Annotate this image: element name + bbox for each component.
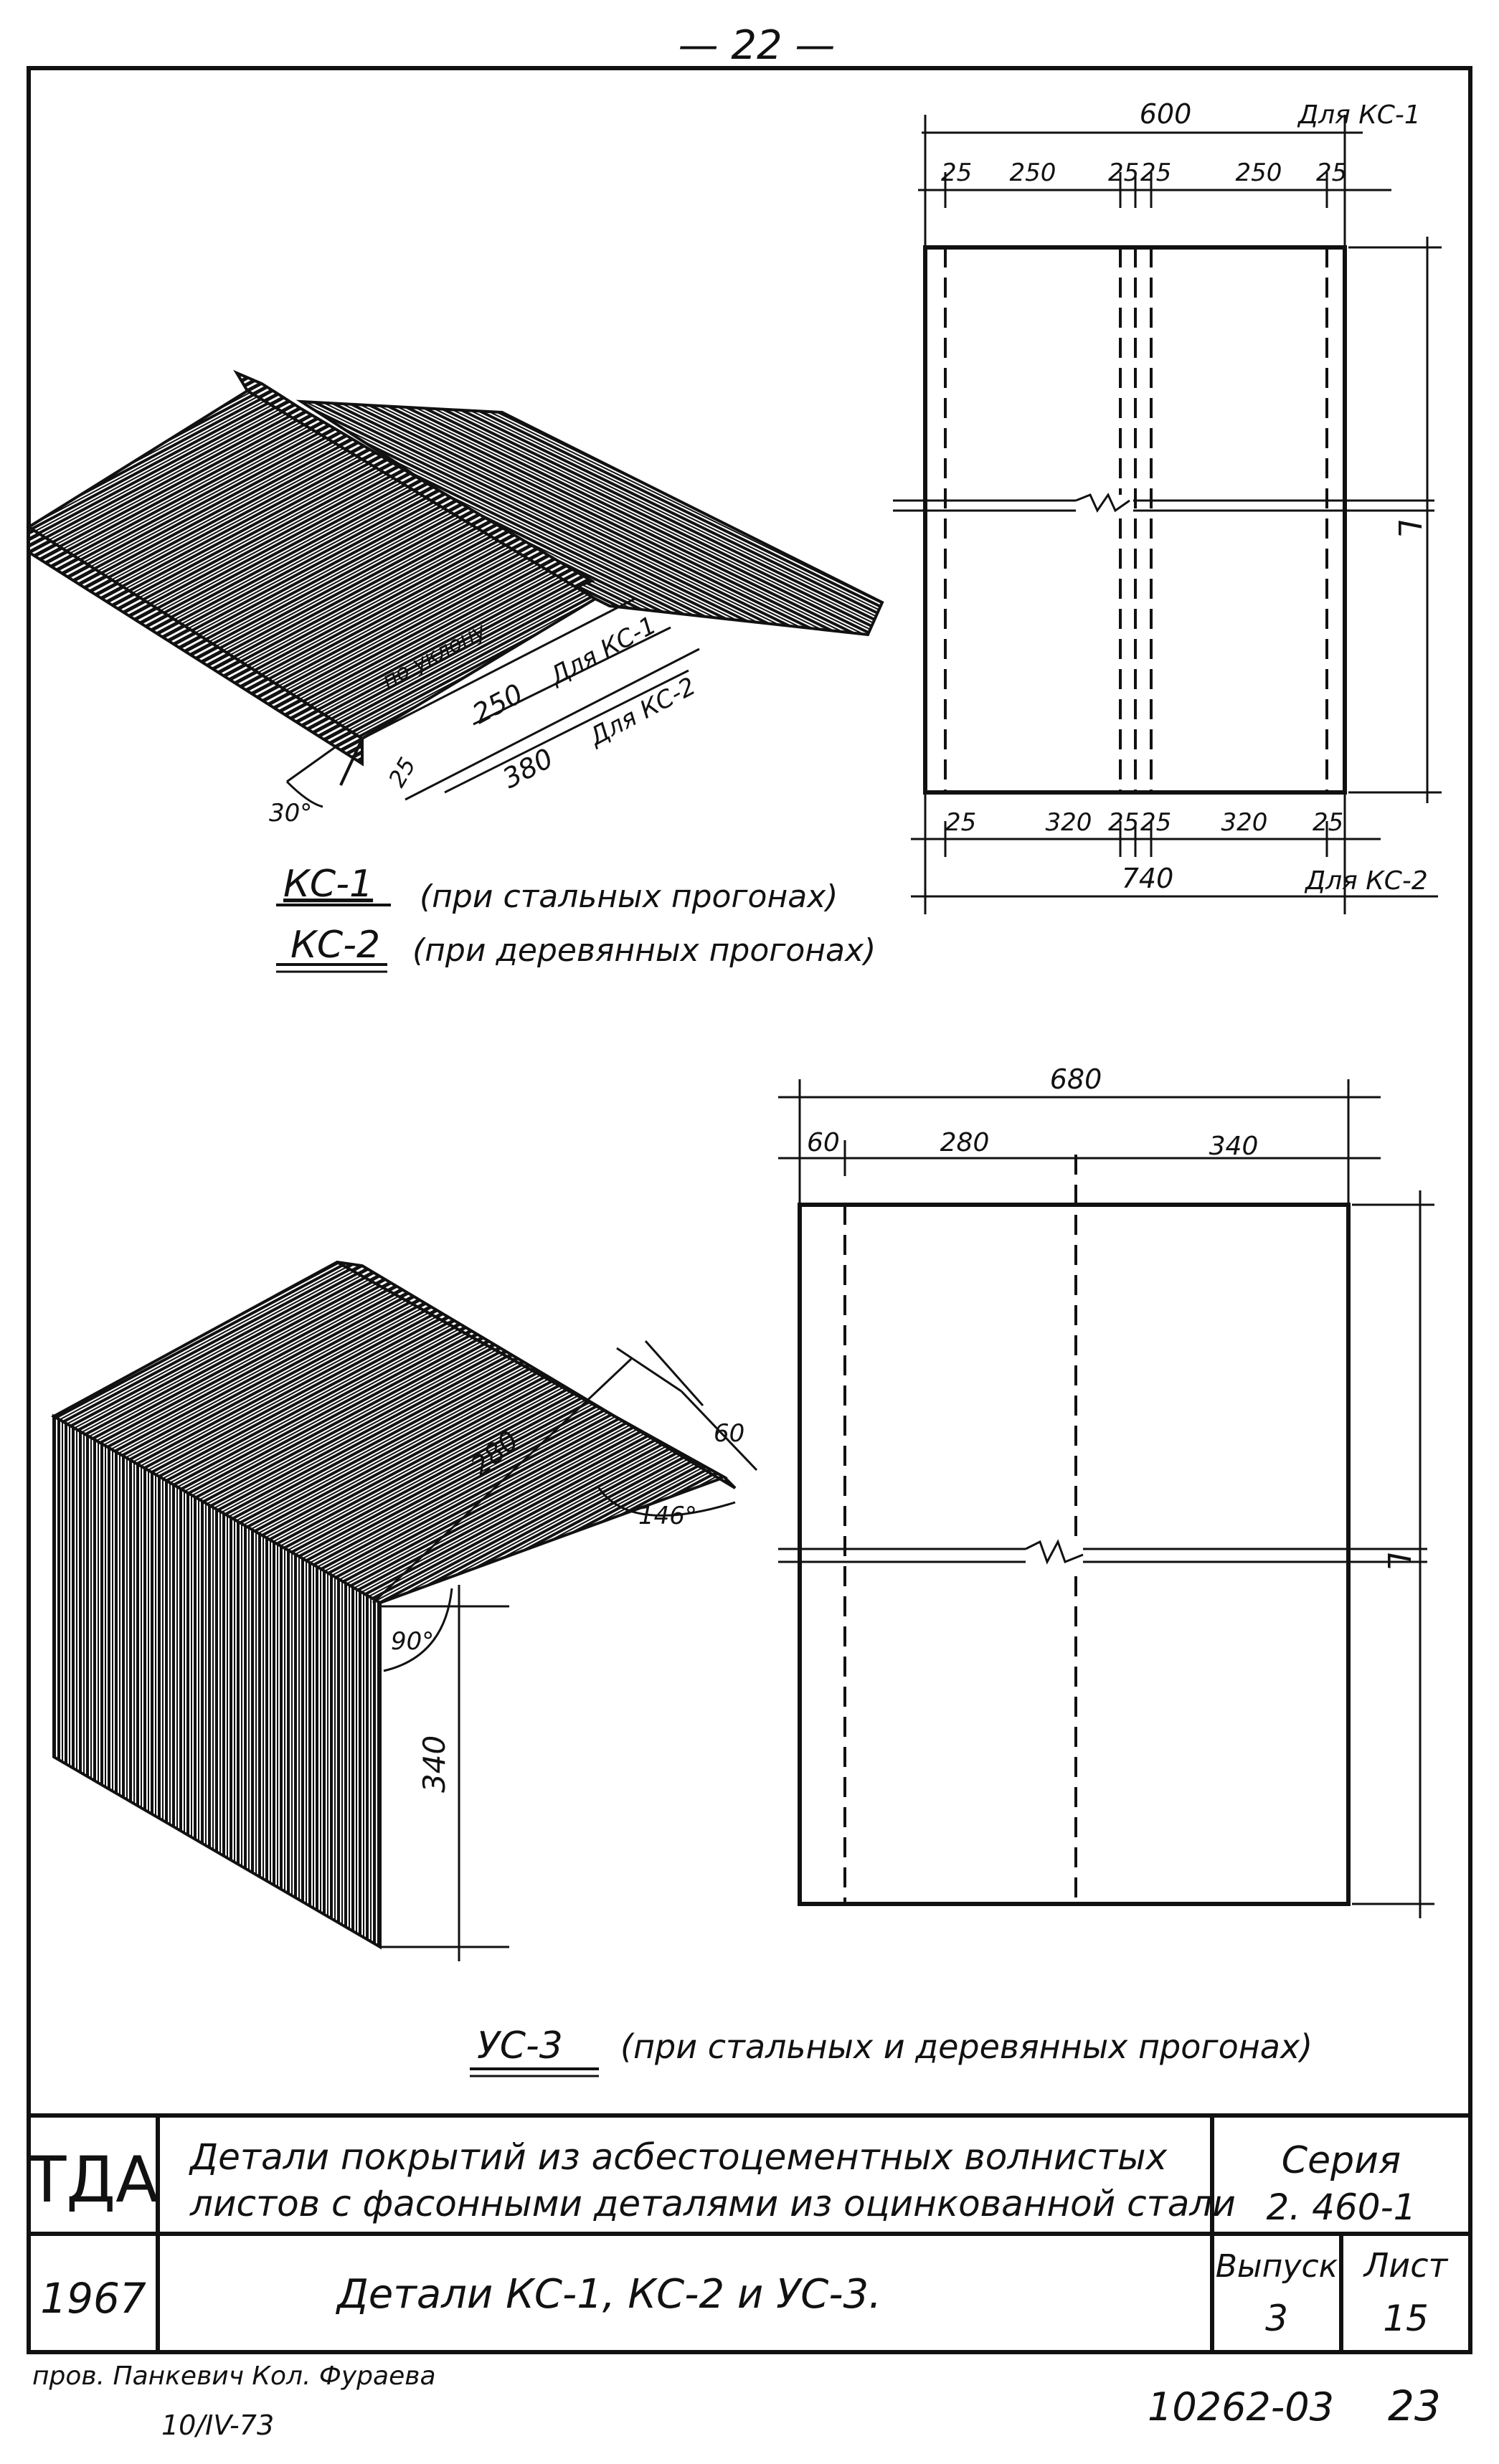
issue-value: 3 — [1265, 2298, 1288, 2339]
ks-plan-overall-tag: Для КС-1 — [1297, 100, 1421, 130]
series-label: Серия — [1282, 2139, 1401, 2182]
org-stamp: ТДА — [27, 2143, 159, 2217]
page-right: 23 — [1388, 2382, 1441, 2430]
signature-line-1: пров. Панкевич Кол. Фураева — [32, 2361, 436, 2391]
ks-plan-seg-top-4: 25 — [1140, 158, 1171, 187]
title-block — [29, 2113, 1470, 2352]
sheet-label: Лист — [1363, 2246, 1449, 2285]
signature-line-2: 10/IV-73 — [161, 2409, 274, 2441]
ks-plan-seg-bot-4: 25 — [1140, 808, 1171, 837]
us3-iso-angle-90: 90° — [391, 1627, 434, 1656]
ks-plan-seg-bot-1: 25 — [945, 808, 976, 837]
sheet-border — [27, 66, 1472, 2354]
ks2-caption-code: КС-2 — [290, 924, 380, 967]
issue-label: Выпуск — [1216, 2248, 1338, 2285]
ks-plan-seg-bot-6: 25 — [1313, 808, 1343, 837]
ks-plan-seg-top-2: 250 — [1010, 158, 1056, 187]
iso-dim-380: 380 — [498, 742, 559, 795]
iso-dim-25: 25 — [383, 753, 421, 792]
iso-tag-ks2: Для КС-2 — [584, 672, 701, 752]
iso-tag-ks1: Для КС-1 — [544, 611, 661, 691]
ks-plan-seg-top-1: 25 — [941, 158, 972, 187]
iso-angle-30: 30° — [269, 799, 312, 828]
ks-plan-seg-top-6: 25 — [1316, 158, 1347, 187]
us3-isometric-view — [50, 1260, 758, 1961]
us3-plan-view — [778, 1079, 1434, 1918]
doc-number: 10262-03 — [1148, 2384, 1334, 2430]
ks-plan-overall-bottom: 740 — [1122, 863, 1174, 894]
ks-plan-seg-bot-3: 25 — [1108, 808, 1139, 837]
us3-plan-overall-width: 680 — [1050, 1063, 1102, 1095]
us3-iso-dim-340: 340 — [417, 1735, 452, 1793]
us3-caption-code: УС-3 — [477, 2024, 563, 2067]
us3-plan-length-symbol: L — [1380, 1553, 1417, 1570]
page-number: — 22 — — [678, 22, 836, 69]
subtitle: Детали КС-1, КС-2 и УС-3. — [335, 2271, 881, 2318]
ks1-caption-text: (при стальных прогонах) — [420, 878, 838, 915]
ks-plan-length-symbol: L — [1391, 520, 1427, 538]
ks-plan-seg-top-3: 25 — [1108, 158, 1139, 187]
title-line-2: листов с фасонными деталями из оцинкован… — [189, 2183, 1236, 2224]
ks-plan-view — [893, 115, 1442, 914]
us3-plan-seg-2: 280 — [940, 1128, 990, 1157]
ks-plan-overall-bottom-tag: Для КС-2 — [1304, 866, 1428, 896]
sheet-value: 15 — [1383, 2298, 1429, 2339]
ks-plan-seg-bot-2: 320 — [1046, 808, 1092, 837]
ks-plan-seg-bot-5: 320 — [1221, 808, 1268, 837]
us3-iso-dim-60: 60 — [714, 1419, 744, 1448]
us3-caption-text: (при стальных и деревянных прогонах) — [620, 2027, 1313, 2066]
us3-iso-angle-146: 146° — [638, 1502, 697, 1530]
ks-plan-overall-width: 600 — [1140, 98, 1192, 130]
title-line-1: Детали покрытий из асбестоцементных волн… — [189, 2136, 1168, 2178]
ks2-caption-text: (при деревянных прогонах) — [412, 932, 876, 969]
year-stamp: 1967 — [40, 2274, 146, 2323]
ks-isometric-view — [26, 369, 884, 808]
us3-plan-seg-3: 340 — [1209, 1132, 1259, 1161]
series-value: 2. 460-1 — [1267, 2186, 1417, 2228]
us3-plan-seg-1: 60 — [807, 1128, 840, 1157]
ks-plan-seg-top-5: 250 — [1236, 158, 1282, 187]
ks1-caption-code: КС-1 — [283, 863, 373, 906]
